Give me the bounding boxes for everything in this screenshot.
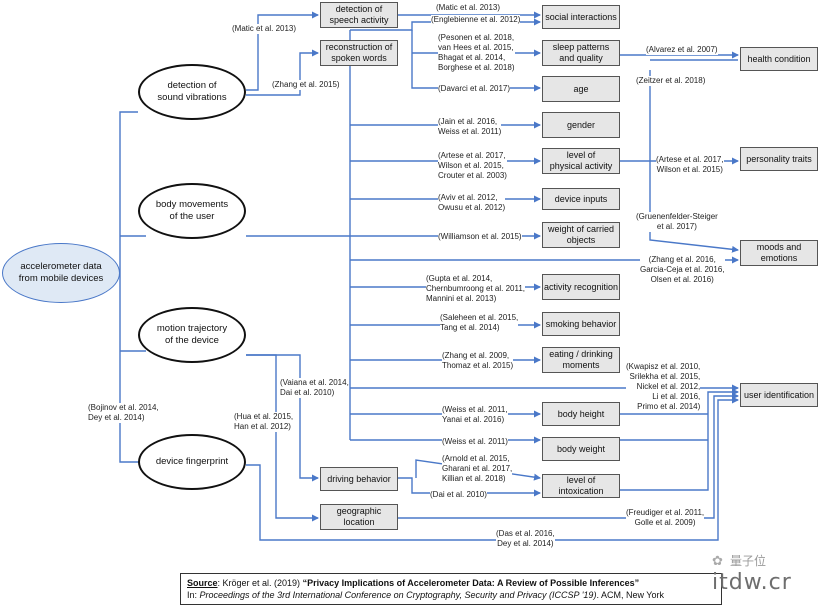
citation-vaiana: (Vaiana et al. 2014, Dai et al. 2010) — [280, 378, 349, 398]
user-identification-box: user identification — [740, 383, 818, 407]
eating-drinking-box: eating / drinking moments — [542, 347, 620, 373]
sound-vibrations-node: detection of sound vibrations — [138, 64, 246, 120]
gender-box: gender — [542, 112, 620, 138]
health-condition-box: health condition — [740, 47, 818, 71]
connector-1 — [119, 273, 159, 466]
citation-eating: (Zhang et al. 2009, Thomaz et al. 2015) — [442, 351, 514, 371]
spoken-words-box: reconstruction of spoken words — [320, 40, 398, 66]
source-reference: Source: Kröger et al. (2019) “Privacy Im… — [180, 573, 722, 605]
source-proceedings: Proceedings of the 3rd International Con… — [199, 590, 597, 600]
citation-kwapisz: (Kwapisz et al. 2010, Srilekha et al. 20… — [626, 362, 701, 412]
body-height-box: body height — [542, 402, 620, 426]
social-interactions-box: social interactions — [542, 5, 620, 29]
weight-carried-objects-box: weight of carried objects — [542, 222, 620, 248]
sleep-patterns-box: sleep patterns and quality — [542, 40, 620, 66]
citation-matic-mid: (Matic et al. 2013) — [436, 3, 501, 13]
citation-moods: (Zhang et al. 2016, Garcia-Ceja et al. 2… — [640, 255, 725, 285]
source-lead: : Kröger et al. (2019) — [217, 578, 303, 588]
watermark: ✿ 量子位 itdw.cr — [700, 552, 816, 602]
citation-williamson: (Williamson et al. 2015) — [438, 232, 522, 242]
connector-4 — [246, 11, 319, 91]
connector-31 — [398, 392, 739, 519]
speech-activity-box: detection of speech activity — [320, 2, 398, 28]
wechat-logo-icon: ✿ — [712, 553, 723, 568]
moods-emotions-box: moods and emotions — [740, 240, 818, 266]
connector-28 — [246, 354, 319, 522]
citation-zeitzer: (Zeitzer et al. 2018) — [636, 76, 706, 86]
citation-gruenenfelder: (Gruenenfelder-Steiger et al. 2017) — [636, 212, 718, 232]
watermark-brand: 量子位 — [730, 554, 767, 568]
connector-33 — [620, 388, 739, 491]
citation-bweight: (Weiss et al. 2011) — [442, 437, 508, 447]
citation-englebienne: (Englebienne et al. 2012) — [431, 15, 521, 25]
connector-32 — [246, 396, 739, 541]
personality-traits-box: personality traits — [740, 147, 818, 171]
accelerometer-data-node: accelerometer data from mobile devices — [2, 243, 120, 303]
citation-intox: (Arnold et al. 2015, Gharani et al. 2017… — [442, 454, 513, 484]
citation-dai: (Dai et al. 2010) — [430, 490, 487, 500]
citation-alvarez: (Alvarez et al. 2007) — [646, 45, 718, 55]
connector-25 — [649, 70, 739, 253]
citation-das: (Das et al. 2016, Dey et al. 2014) — [496, 529, 555, 549]
body-weight-box: body weight — [542, 437, 620, 461]
citation-gender: (Jain et al. 2016, Weiss et al. 2011) — [438, 117, 502, 137]
citation-artese-personality: (Artese et al. 2017, Wilson et al. 2015) — [656, 155, 724, 175]
watermark-site: itdw.cr — [712, 570, 792, 595]
citation-hua: (Hua et al. 2015, Han et al. 2012) — [234, 412, 294, 432]
source-title: “Privacy Implications of Accelerometer D… — [302, 578, 640, 588]
citation-smoking: (Saleheen et al. 2015, Tang et al. 2014) — [440, 313, 519, 333]
geographic-location-box: geographic location — [320, 504, 398, 530]
citation-freudiger: (Freudiger et al. 2011, Golle et al. 200… — [626, 508, 705, 528]
source-line-2: In: Proceedings of the 3rd International… — [187, 589, 715, 601]
intoxication-box: level of intoxication — [542, 474, 620, 498]
citation-physical: (Artese et al. 2017, Wilson et al. 2015,… — [438, 151, 507, 181]
motion-trajectory-node: motion trajectory of the device — [138, 307, 246, 363]
device-fingerprint-node: device fingerprint — [138, 434, 246, 490]
smoking-behavior-box: smoking behavior — [542, 312, 620, 336]
driving-behavior-box: driving behavior — [320, 467, 398, 491]
activity-recognition-box: activity recognition — [542, 274, 620, 300]
citation-matic-left: (Matic et al. 2013) — [232, 24, 297, 34]
source-label: Source — [187, 578, 218, 588]
age-box: age — [542, 76, 620, 102]
connector-0 — [119, 111, 138, 273]
citation-sleep: (Pesonen et al. 2018, van Hees et al. 20… — [438, 33, 515, 73]
source-in: In: — [187, 590, 200, 600]
citation-inputs: (Aviv et al. 2012, Owusu et al. 2012) — [438, 193, 506, 213]
citation-height: (Weiss et al. 2011, Yanai et al. 2016) — [442, 405, 508, 425]
citation-davarci: (Davarci et al. 2017) — [438, 84, 511, 94]
body-movements-node: body movements of the user — [138, 183, 246, 239]
citation-zhang-2015: (Zhang et al. 2015) — [272, 80, 340, 90]
citation-bojinov: (Bojinov et al. 2014, Dey et al. 2014) — [88, 403, 159, 423]
source-publisher: . ACM, New York — [596, 590, 664, 600]
connector-5 — [246, 49, 319, 96]
source-line-1: Source: Kröger et al. (2019) “Privacy Im… — [187, 577, 715, 589]
device-inputs-box: device inputs — [542, 188, 620, 210]
citation-activity: (Gupta et al. 2014, Chernbumroong et al.… — [426, 274, 526, 304]
physical-activity-box: level of physical activity — [542, 148, 620, 174]
